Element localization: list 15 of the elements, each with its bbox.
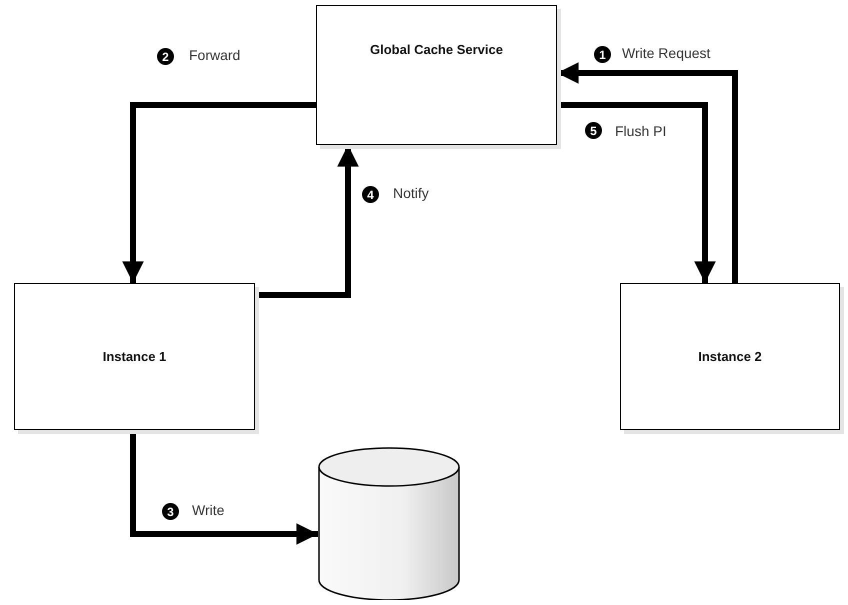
edge-label: Forward — [188, 47, 242, 63]
box-label: Instance 2 — [698, 348, 762, 366]
box-label: Global Cache Service — [370, 41, 503, 60]
step-number: 3 — [162, 503, 179, 520]
edge-label: Write — [191, 502, 226, 518]
step-number: 5 — [585, 122, 602, 139]
step-number: 4 — [362, 186, 379, 203]
edge-label: Write Request — [621, 45, 712, 61]
box-label: Instance 1 — [102, 348, 166, 366]
database-cylinder — [318, 447, 460, 600]
arrow — [122, 102, 316, 283]
step-number: 2 — [157, 48, 174, 65]
edge-label: Notify — [392, 185, 430, 201]
edge-label: Flush PI — [614, 123, 668, 139]
step-number: 1 — [594, 46, 611, 63]
